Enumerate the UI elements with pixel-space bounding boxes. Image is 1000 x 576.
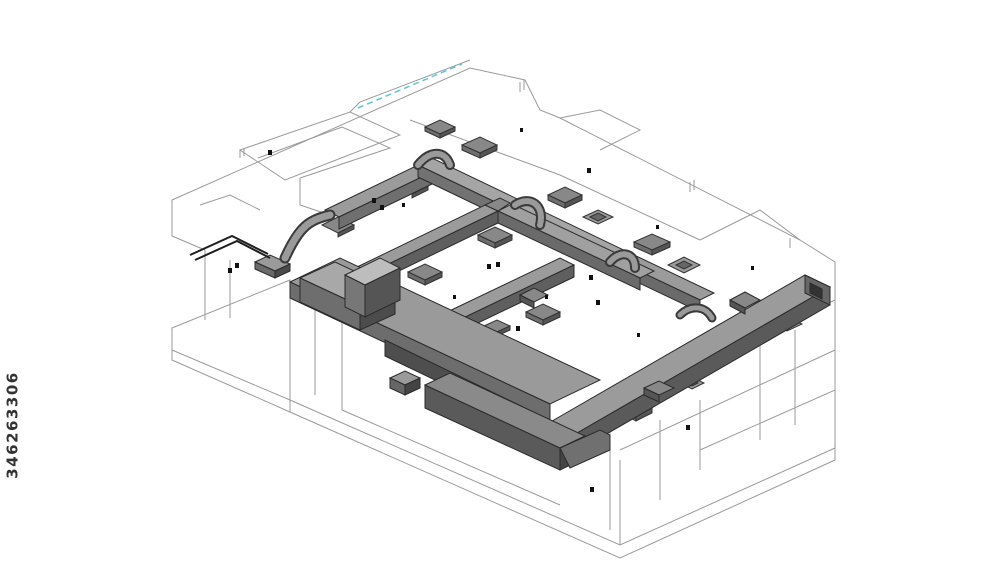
terminal-box <box>253 254 292 279</box>
building-outline <box>171 59 836 559</box>
stock-id-label: 346263306 <box>2 330 24 520</box>
diffuser <box>460 136 499 159</box>
diffuser <box>632 233 672 256</box>
flexible-duct <box>677 305 715 321</box>
cable-tray <box>189 234 271 261</box>
flexible-duct <box>281 211 334 262</box>
flexible-duct <box>415 150 453 168</box>
terminal-box <box>642 380 676 403</box>
flexible-ducts <box>279 148 717 323</box>
air-handling-unit <box>298 257 402 331</box>
diffuser <box>581 209 615 225</box>
right-main-duct <box>538 274 832 459</box>
stock-id-text: 346263306 <box>4 371 22 479</box>
flexible-duct <box>512 198 544 228</box>
fixtures <box>228 128 754 492</box>
flexible-duct <box>607 251 638 271</box>
diffuser <box>666 256 702 274</box>
dashed-line <box>357 63 463 109</box>
diffuser <box>406 263 444 286</box>
bottom-duct <box>423 372 611 471</box>
diffuser <box>423 119 457 139</box>
terminal-box <box>518 287 550 309</box>
diffuser <box>546 186 584 209</box>
diffuser <box>476 226 514 249</box>
terminal-box <box>388 370 422 396</box>
terminal-box <box>728 291 762 315</box>
diffuser <box>524 303 562 326</box>
